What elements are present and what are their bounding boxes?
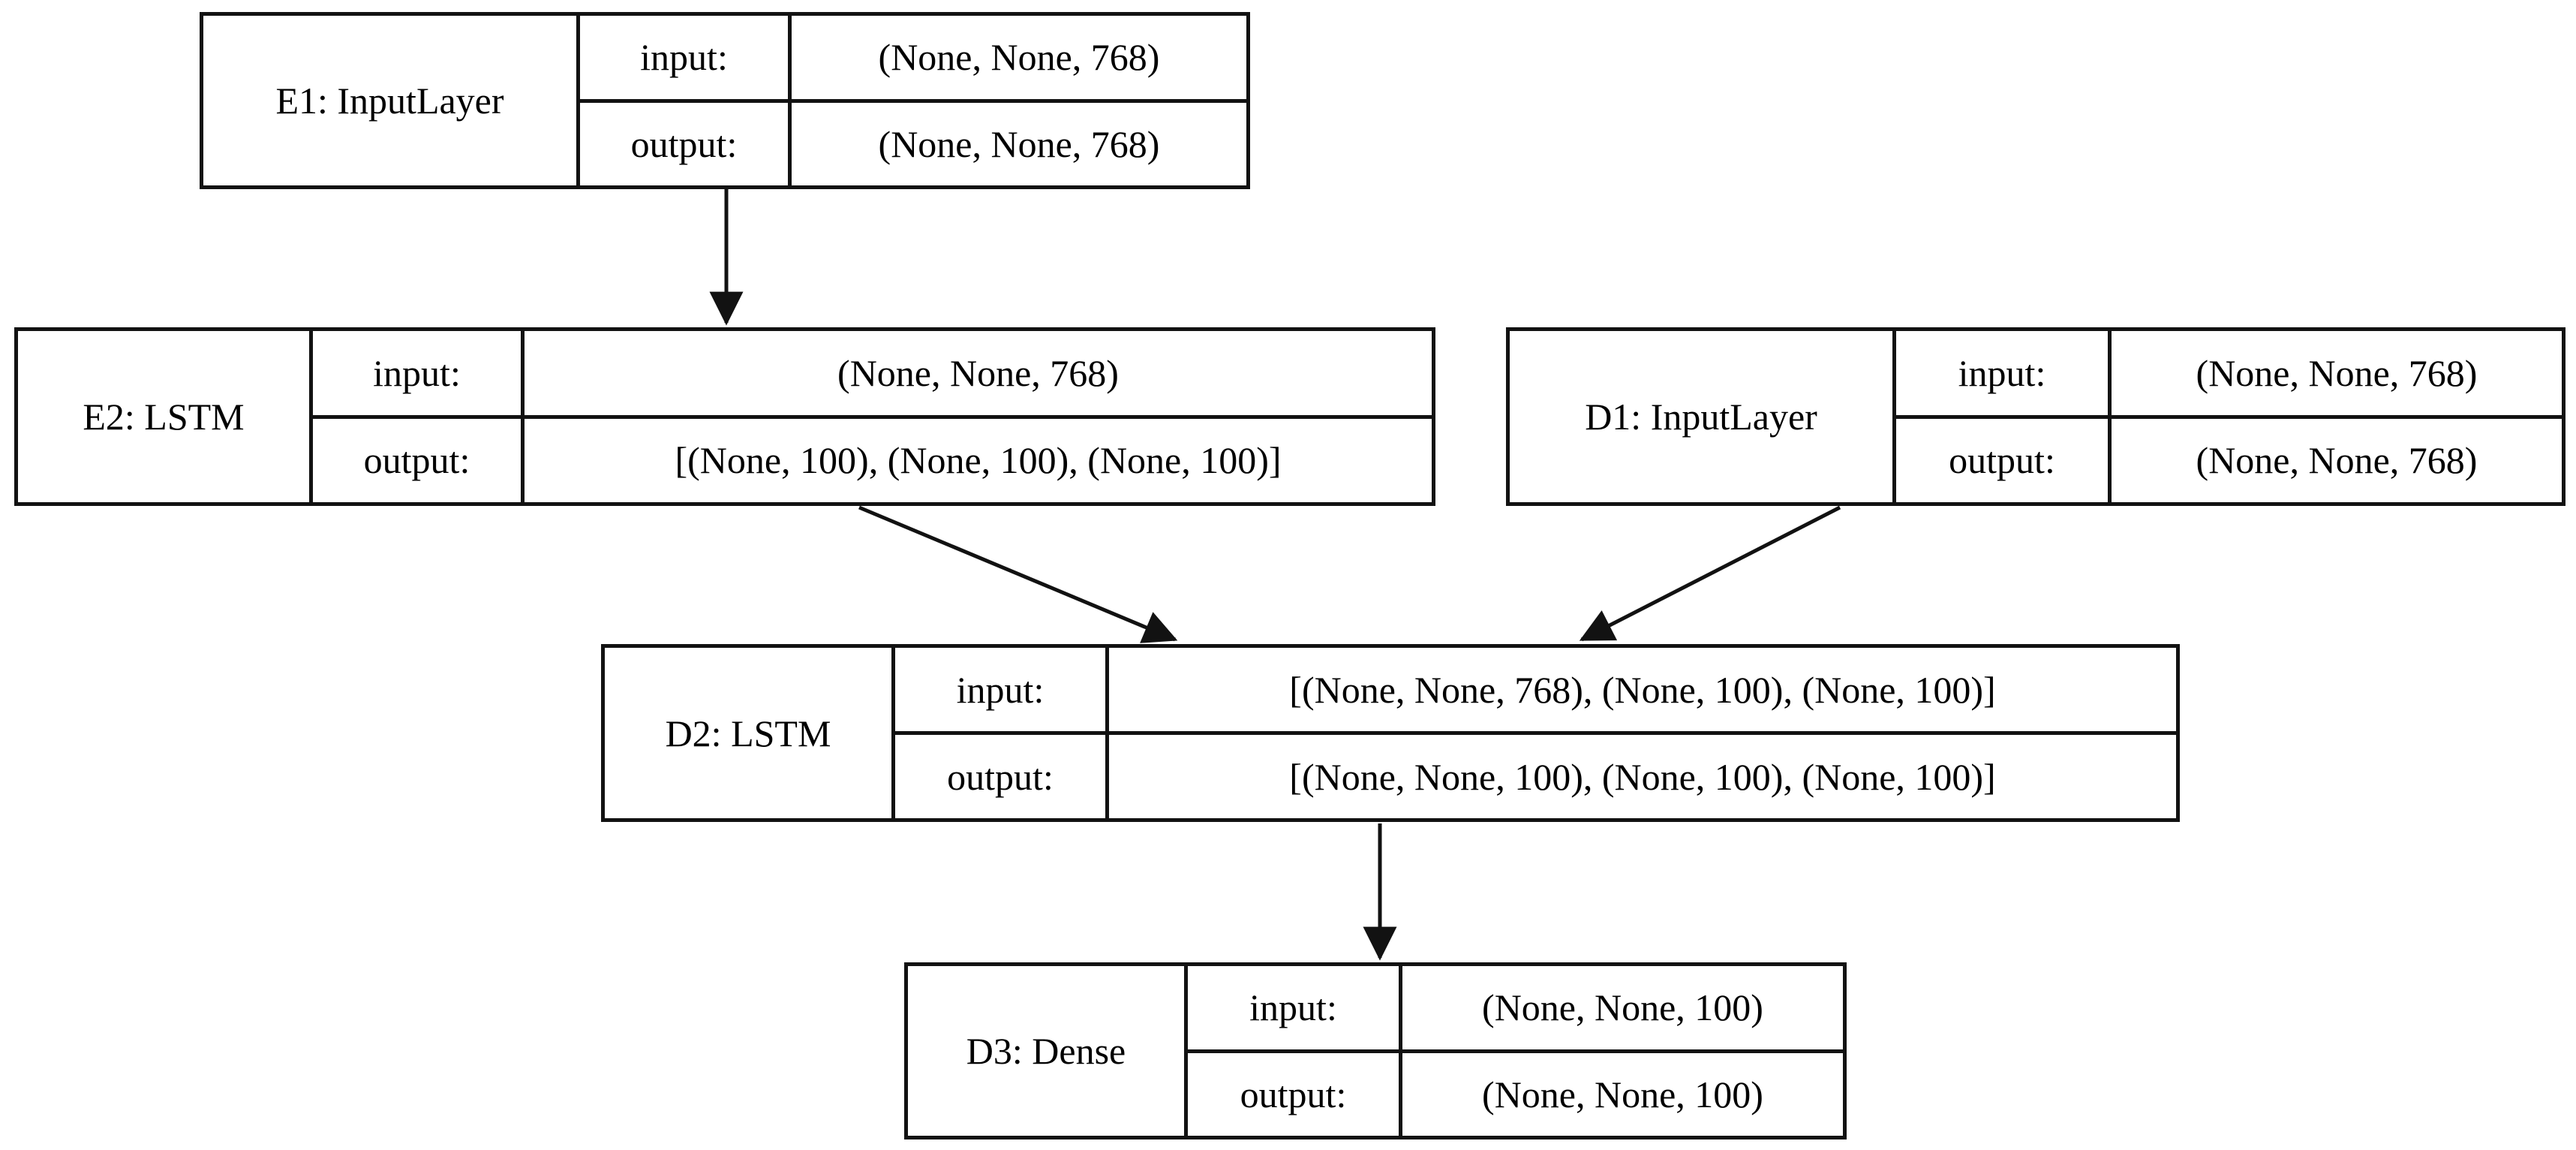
input-label: input: (313, 331, 525, 415)
layer-name: D1: InputLayer (1510, 331, 1896, 502)
input-shape: (None, None, 768) (878, 36, 1160, 79)
input-label: input: (1896, 331, 2112, 415)
output-shape: [(None, None, 100), (None, 100), (None, … (1289, 755, 1996, 798)
layer-name: E1: InputLayer (203, 16, 580, 185)
input-row: input: (None, None, 768) (313, 331, 1432, 419)
input-shape: (None, None, 768) (837, 351, 1119, 394)
output-label: output: (1188, 1052, 1402, 1136)
output-shape: [(None, 100), (None, 100), (None, 100)] (675, 439, 1282, 482)
input-shape: (None, None, 768) (2196, 351, 2478, 394)
layer-name: E2: LSTM (18, 331, 313, 502)
input-label: input: (895, 648, 1109, 731)
node-d2-lstm: D2: LSTM input: [(None, None, 768), (Non… (601, 644, 2180, 822)
output-row: output: (None, None, 768) (580, 102, 1246, 185)
output-row: output: [(None, None, 100), (None, 100),… (895, 735, 2176, 818)
edge-e2-to-d2 (858, 505, 1178, 643)
input-label: input: (580, 16, 792, 99)
output-shape: (None, None, 768) (2196, 439, 2478, 482)
input-row: input: [(None, None, 768), (None, 100), … (895, 648, 2176, 735)
node-d3-dense: D3: Dense input: (None, None, 100) outpu… (904, 962, 1847, 1139)
output-label: output: (313, 418, 525, 502)
input-shape: (None, None, 100) (1482, 986, 1763, 1029)
node-d1-inputlayer: D1: InputLayer input: (None, None, 768) … (1506, 327, 2565, 506)
output-label: output: (895, 735, 1109, 818)
output-shape: (None, None, 768) (878, 122, 1160, 165)
node-e2-lstm: E2: LSTM input: (None, None, 768) output… (14, 327, 1435, 506)
output-label: output: (580, 102, 792, 185)
output-shape: (None, None, 100) (1482, 1073, 1763, 1115)
input-shape: [(None, None, 768), (None, 100), (None, … (1289, 668, 1996, 711)
output-row: output: (None, None, 768) (1896, 418, 2562, 502)
input-row: input: (None, None, 100) (1188, 966, 1843, 1053)
output-row: output: (None, None, 100) (1188, 1052, 1843, 1136)
layer-name: D2: LSTM (605, 648, 895, 818)
input-label: input: (1188, 966, 1402, 1049)
input-row: input: (None, None, 768) (1896, 331, 2562, 419)
edge-d1-to-d2 (1579, 505, 1841, 642)
output-row: output: [(None, 100), (None, 100), (None… (313, 418, 1432, 502)
layer-name: D3: Dense (908, 966, 1188, 1136)
input-row: input: (None, None, 768) (580, 16, 1246, 103)
node-e1-inputlayer: E1: InputLayer input: (None, None, 768) … (200, 12, 1250, 189)
output-label: output: (1896, 418, 2112, 502)
